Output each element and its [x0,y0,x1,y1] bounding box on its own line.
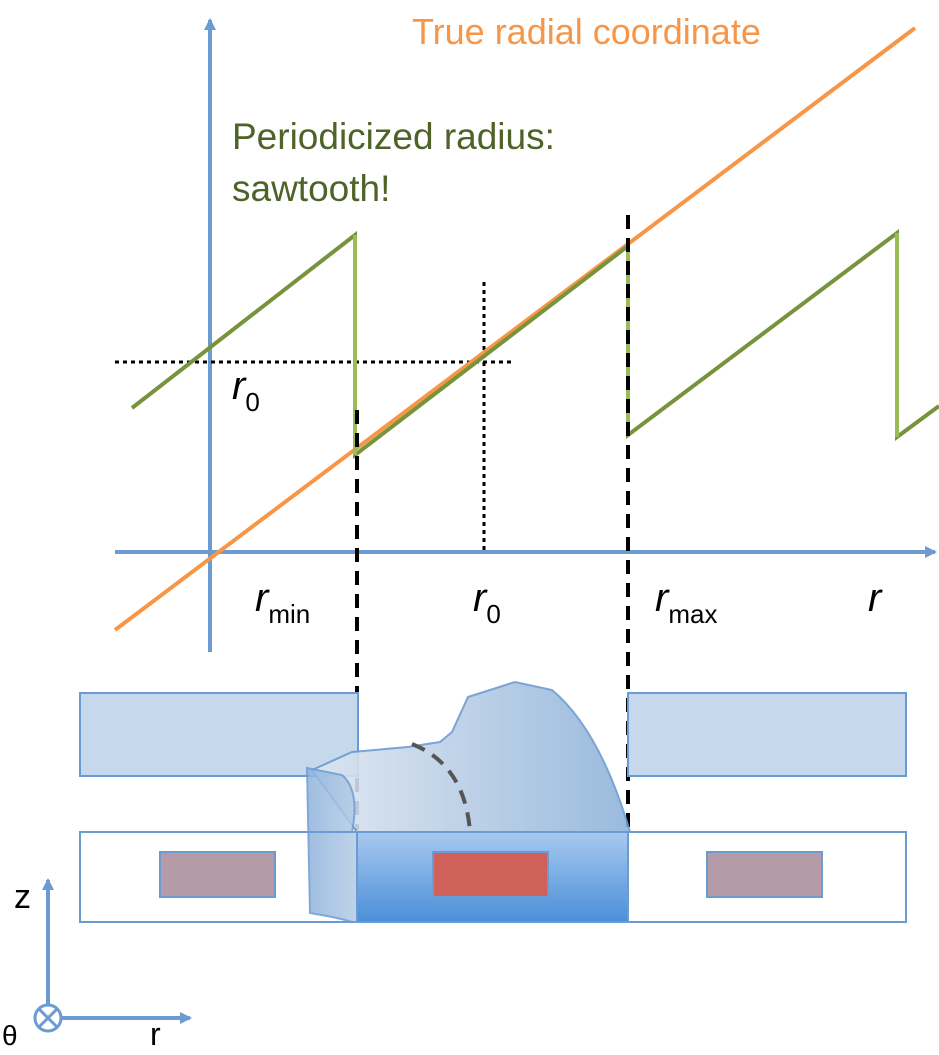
theta-into-page-icon [33,1003,63,1033]
folded-flap [305,766,358,923]
true-radial-line [113,26,917,632]
true-radial-label: True radial coordinate [412,11,761,52]
rmin-label: rmin [255,576,311,629]
r0-left-label: r0 [232,364,260,417]
sawtooth-line [130,228,939,460]
r0-axis-label: r0 [473,576,501,629]
r-small-axis-label: r [150,1016,161,1052]
dome-arc-dashed [411,742,472,833]
periodicized-label-line2: sawtooth! [232,168,391,209]
periodicized-label-line1: Periodicized radius: [232,116,555,157]
right-block [627,692,907,777]
rmax-label: rmax [655,576,718,629]
bottom-bar-outline [79,831,907,923]
dome-shape [310,680,632,833]
right-magnet [706,851,823,898]
theta-label: θ [2,1020,18,1051]
left-block [79,692,359,777]
left-magnet [159,851,276,898]
z-axis-label: z [14,878,31,916]
center-magnet [432,851,549,898]
r-axis-label: r [868,576,882,620]
